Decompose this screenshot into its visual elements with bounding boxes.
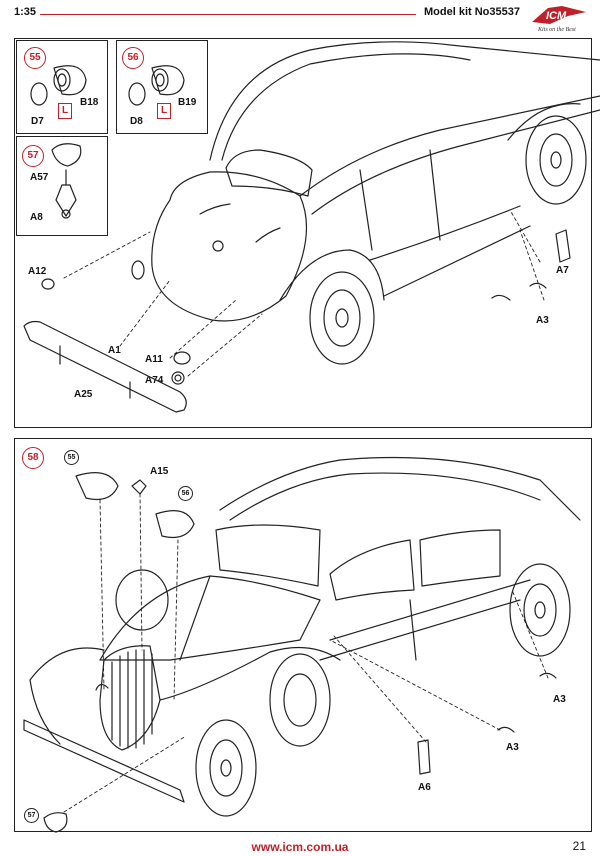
callout-a7: A7 — [556, 265, 569, 276]
callout-a11: A11 — [145, 354, 163, 365]
headlamp-part-icon — [128, 65, 185, 106]
step-badge-56: 56 — [122, 47, 144, 69]
step-badge-58: 58 — [22, 447, 44, 469]
header-rule — [40, 14, 416, 15]
kit-number: Model kit No35537 — [424, 6, 520, 18]
svg-text:ICM: ICM — [546, 10, 567, 22]
car-rear-view — [23, 41, 600, 413]
callout-a3-rear: A3 — [553, 694, 566, 705]
step-badge-57: 57 — [22, 145, 44, 167]
part-label-b18: B18 — [80, 97, 99, 108]
icm-logo: ICM Kits on the Best — [528, 2, 590, 34]
part-label-a57: A57 — [30, 172, 49, 183]
part-label-b19: B19 — [178, 97, 197, 108]
callout-a25: A25 — [74, 389, 93, 400]
ref-badge-55: 55 — [64, 450, 79, 465]
callout-a1: A1 — [108, 345, 121, 356]
horn-part-icon — [51, 143, 82, 219]
part-label-d8: D8 — [130, 116, 143, 127]
side-marker-l-56: L — [157, 103, 171, 119]
page-number: 21 — [572, 839, 586, 853]
callout-a74: A74 — [145, 375, 164, 386]
step-panel-top — [14, 38, 592, 428]
part-label-d7: D7 — [31, 116, 44, 127]
svg-text:Kits on the Best: Kits on the Best — [537, 27, 576, 33]
ref-badge-56: 56 — [178, 486, 193, 501]
headlamp-part-icon — [30, 65, 87, 106]
footer-url: www.icm.com.ua — [251, 840, 349, 854]
callout-a6: A6 — [418, 782, 431, 793]
step-badge-55: 55 — [24, 47, 46, 69]
ref-badge-57: 57 — [24, 808, 39, 823]
callout-a15: A15 — [150, 466, 169, 477]
scale-label: 1:35 — [14, 6, 37, 18]
callout-a3-door: A3 — [506, 742, 519, 753]
car-front-view — [23, 456, 581, 833]
side-marker-l-55: L — [58, 103, 72, 119]
callout-a12: A12 — [28, 266, 47, 277]
part-label-a8: A8 — [30, 212, 43, 223]
callout-a3: A3 — [536, 315, 549, 326]
